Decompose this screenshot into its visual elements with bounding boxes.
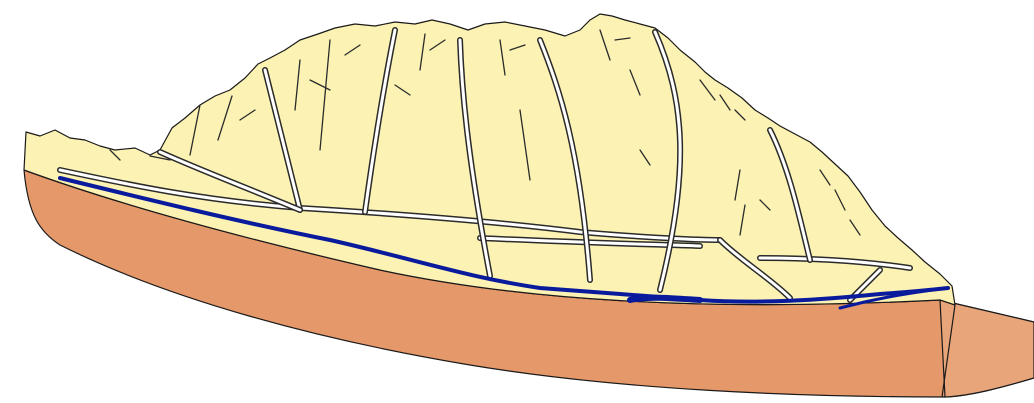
- groundwater-flow-branch-2: [630, 298, 700, 300]
